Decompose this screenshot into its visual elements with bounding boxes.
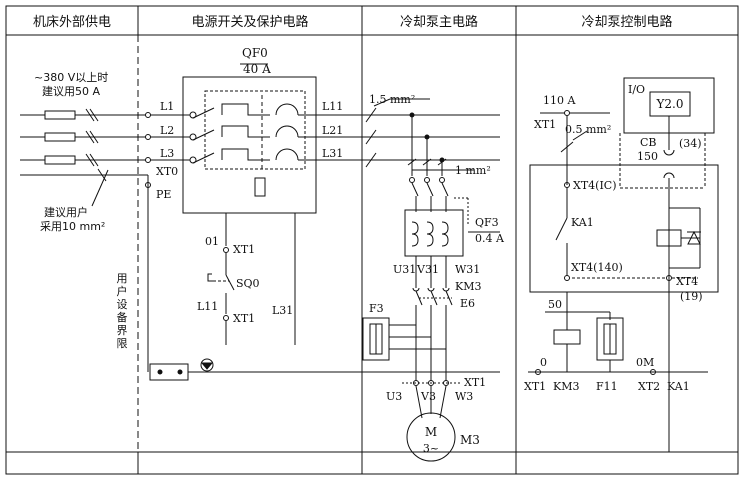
label-l3: L3 <box>160 147 174 160</box>
supply-note-line2: 建议用50 A <box>42 84 100 98</box>
pump-breaker-qf3 <box>404 197 500 383</box>
motor-terminal-xt1: XT1 <box>464 376 486 389</box>
xt4-label: XT4 <box>676 275 698 288</box>
motor-v3: V3 <box>420 390 436 403</box>
cable-note-line1: 建议用户 <box>44 205 88 219</box>
section-header-supply: 机床外部供电 <box>33 15 111 30</box>
fuse-f3-label: F3 <box>369 302 384 315</box>
user-boundary-label: 用户设备界限 <box>117 272 128 350</box>
label-l21: L21 <box>322 124 343 137</box>
qf3-name: QF3 <box>475 216 499 229</box>
phase-u31: U31 <box>393 263 416 276</box>
interlock-switch-sq0 <box>207 213 296 345</box>
fuse-f3 <box>362 317 446 361</box>
bottom-label-xt1: XT1 <box>524 380 546 393</box>
bottom-label-f11: F11 <box>596 380 618 393</box>
cb-number: 150 <box>637 150 658 163</box>
qf0-rating: 40 A <box>243 62 271 76</box>
relay-ka1: KA1 <box>571 216 594 229</box>
phase-v31: V31 <box>416 263 439 276</box>
contact-top-label: XT4(IC) <box>573 179 617 192</box>
bottom-label-ka1: KA1 <box>667 380 690 393</box>
section-header-pump-main: 冷却泵主电路 <box>400 14 478 30</box>
outer-frame <box>5 5 739 475</box>
contact-bottom-label: XT4(140) <box>571 261 623 274</box>
wire-50: 50 <box>548 298 562 311</box>
phase-w31: W31 <box>455 263 480 276</box>
pump-main-wiring <box>316 98 500 212</box>
label-xt0: XT0 <box>156 165 178 178</box>
sq0-label: SQ0 <box>236 277 260 290</box>
wire-l31: L31 <box>272 304 293 317</box>
y20-output <box>649 91 691 117</box>
label-pe: PE <box>156 188 171 201</box>
cable-note-line2: 采用10 mm² <box>40 220 105 233</box>
contactor-km3: KM3 <box>455 280 481 293</box>
motor-symbol: M <box>425 425 437 439</box>
pump-control-wiring <box>528 77 719 452</box>
branch-section: 1 mm² <box>455 164 491 177</box>
control-voltage: 110 A <box>543 94 576 107</box>
plc-module <box>529 164 719 293</box>
section-header-power-switch: 电源开关及保护电路 <box>191 14 308 30</box>
sq0-terminal-top: XT1 <box>233 243 255 256</box>
io-label: I/O <box>628 83 645 96</box>
wire-01: 01 <box>205 235 219 248</box>
label-l31: L31 <box>322 147 343 160</box>
wire-e6: E6 <box>460 297 475 310</box>
bottom-label-0m: 0M <box>636 356 654 369</box>
section-header-pump-control: 冷却泵控制电路 <box>581 14 672 30</box>
control-wire-section: 0.5 mm² <box>565 123 611 136</box>
main-breaker-qf0 <box>148 63 317 214</box>
sq0-terminal-bottom: XT1 <box>233 312 255 325</box>
cb-pin: (34) <box>679 137 702 150</box>
bottom-label-xt2: XT2 <box>638 380 660 393</box>
plc-output-y20: Y2.0 <box>655 97 683 111</box>
motor-name: M3 <box>460 433 480 447</box>
bottom-label-0: 0 <box>540 356 547 369</box>
label-l2: L2 <box>160 124 174 137</box>
qf3-rating: 0.4 A <box>475 232 505 245</box>
motor-m3 <box>402 380 460 462</box>
qf0-name: QF0 <box>242 46 268 60</box>
motor-w3: W3 <box>455 390 473 403</box>
xt4-pin: (19) <box>680 290 703 303</box>
wire-l11: L11 <box>197 300 218 313</box>
cable-section: 1.5 mm² <box>369 93 415 106</box>
bottom-label-km3: KM3 <box>553 380 579 393</box>
label-l1: L1 <box>160 100 174 113</box>
control-terminal-xt1: XT1 <box>534 118 556 131</box>
pe-terminal-bar <box>149 358 500 381</box>
motor-phase: 3~ <box>423 442 439 455</box>
motor-u3: U3 <box>386 390 402 403</box>
supply-terminals <box>145 112 151 188</box>
label-l11: L11 <box>322 100 343 113</box>
cb-label: CB <box>640 136 657 149</box>
supply-note-line1: ~380 V以上时 <box>34 71 108 84</box>
supply-fuses <box>20 108 148 207</box>
